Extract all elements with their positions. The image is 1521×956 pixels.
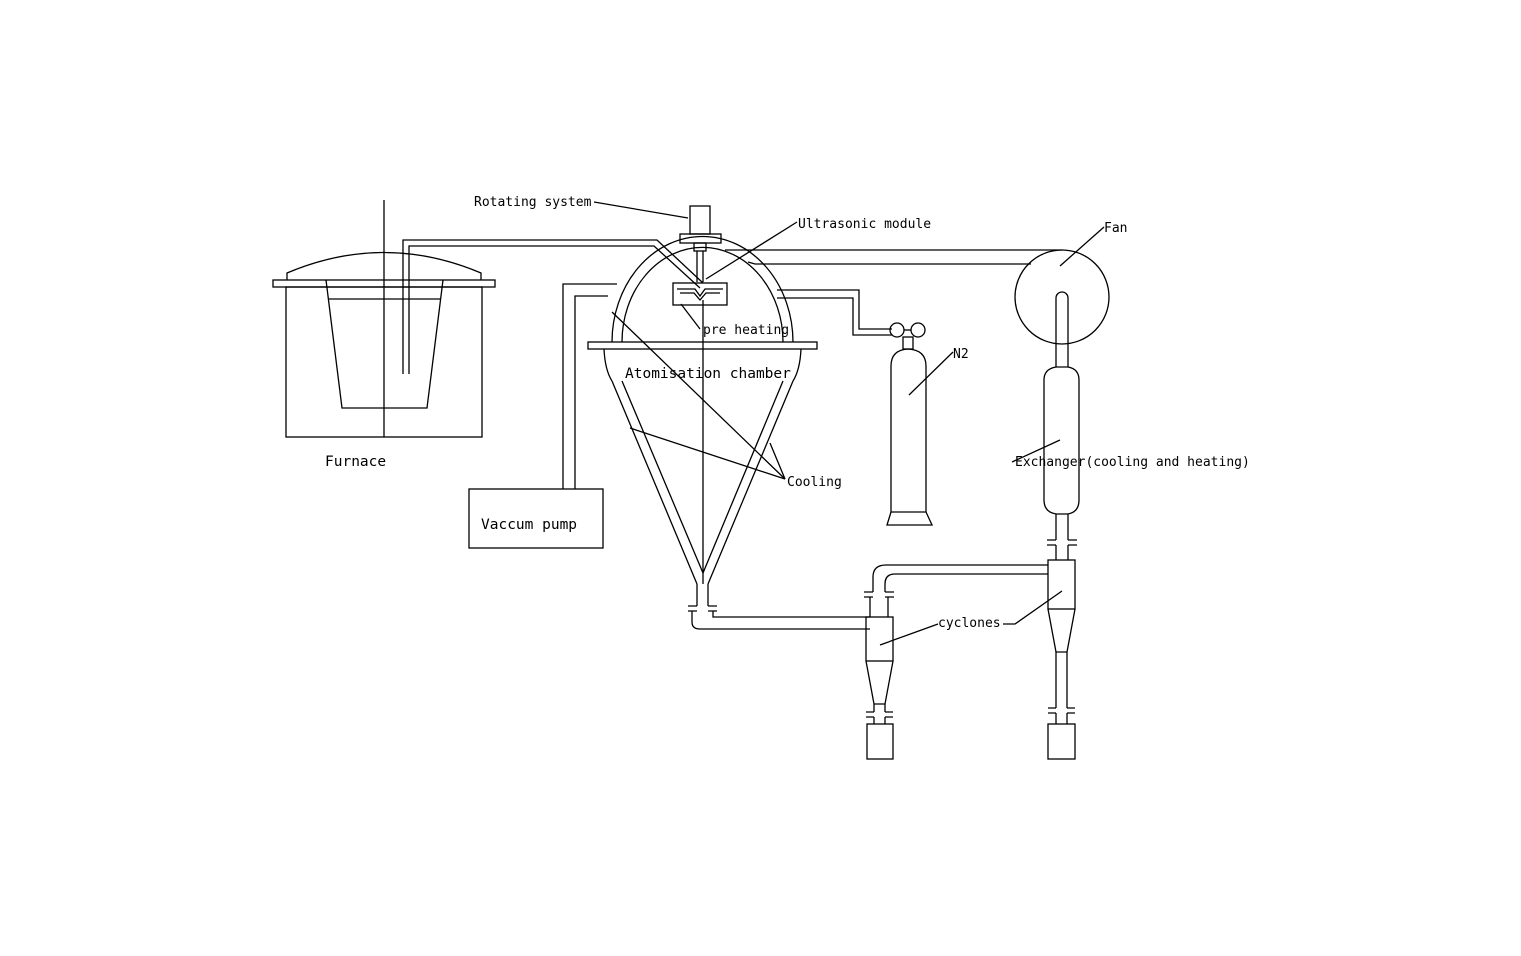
leader-n2 [908,351,954,396]
cyclone-1-bottom-flange [866,711,893,718]
label-atomisation-chamber: Atomisation chamber [625,366,791,382]
chamber-shoulder-left [603,348,613,382]
cone-outer-left [611,380,698,585]
cyclone-1-drop [873,717,886,724]
fan-pipe-junction [747,261,778,265]
cyclone-2-bottom-flange [1048,707,1075,714]
leader-cooling-dome [611,311,786,480]
chamber-outlet-flange [688,605,717,612]
exchanger [1043,344,1080,560]
transfer-pipe-inner [408,245,701,374]
cyclone-2-drop [1055,713,1068,724]
leader-cyclone-1 [879,623,939,646]
label-vaccum-pump: Vaccum pump [481,517,577,533]
fan [1014,249,1110,345]
cyclone-2 [1047,559,1076,760]
fan-outlet [1055,291,1069,344]
n2-cylinder [890,348,927,513]
cyclone-1-collector [866,723,894,760]
label-pre-heating: pre heating [703,323,789,338]
leader-exchanger [1011,439,1061,463]
leader-cyclone-2 [1003,590,1063,625]
n2-line-outer [777,289,892,330]
leader-fan [1059,226,1105,267]
label-cyclones: cyclones [938,616,1001,631]
labels: Rotating system Ultrasonic module Fan pr… [325,195,1250,631]
bottom-pipe-inner [712,611,870,618]
pre-heating-block [672,282,728,306]
n2-bottle [886,322,934,526]
label-ultrasonic-module: Ultrasonic module [798,217,931,232]
label-cooling: Cooling [787,475,842,490]
cone-inner-left [621,380,704,574]
cyclone-2-collector [1047,723,1076,760]
label-furnace: Furnace [325,454,386,470]
leader-rotating-system [593,201,689,219]
label-rotating-system: Rotating system [474,195,592,210]
cyclone-1-cone [865,660,894,705]
cyclone-1-top-flange [864,591,894,598]
vacuum-line-outer [562,283,617,489]
leader-lines [593,201,1105,646]
cyclone-link-pipe [872,564,1048,592]
link-pipe-inner [884,573,1048,592]
n2-valve-right [910,322,926,338]
bottom-pipe-outer [691,611,870,630]
cyclone-2-cone [1047,608,1076,653]
exchanger-outlet-flange [1047,539,1077,546]
cyclone-2-body [1047,559,1076,610]
chamber-to-cyclone-pipe [691,611,870,630]
exchanger-body [1043,366,1080,515]
cyclone-1 [864,591,894,760]
cone-outer-right [707,380,794,585]
fan-housing [1014,249,1110,345]
leader-pre-heating [680,303,701,330]
motor [689,205,711,235]
transfer-pipe-outer [402,239,704,374]
ultrasonic-disk-top [677,288,723,298]
n2-valve-left [889,322,905,338]
transfer-pipe [402,239,704,374]
vacuum-pump [468,283,617,549]
cone-inner-right [702,380,784,574]
rotating-system [679,205,722,282]
n2-line [777,289,892,336]
ultrasonic-disk-bottom [680,292,720,301]
cyclone-1-body [865,616,894,662]
label-n2: N2 [953,347,969,362]
leader-cooling-right [769,442,786,480]
cyclone-2-neck [1055,652,1068,708]
cyclone-1-inlet [869,597,889,617]
leader-ultrasonic-module [705,221,798,280]
chamber-dome-outer [611,235,794,343]
chamber-shoulder-right [792,348,802,382]
chamber-dome-inner [621,246,784,343]
vacuum-pump-box [468,488,604,549]
label-exchanger: Exchanger(cooling and heating) [1015,455,1250,470]
n2-line-inner [777,297,892,336]
vacuum-line-inner [574,295,608,489]
n2-base [886,511,934,526]
n2-neck [902,336,914,350]
atomisation-chamber [587,235,818,612]
furnace [272,200,496,438]
leader-cooling-cone [629,427,786,480]
link-pipe-outer [872,564,1048,592]
label-fan: Fan [1104,221,1127,236]
cyclone-1-neck [873,704,886,712]
fan-line [725,249,1062,265]
